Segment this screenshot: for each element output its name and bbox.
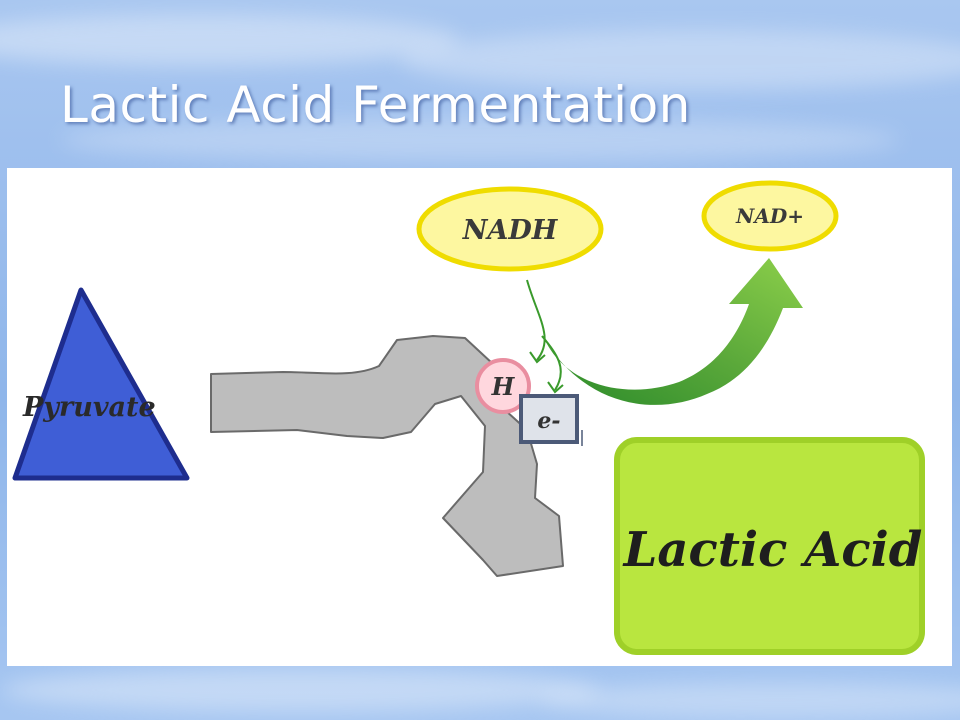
hydrogen-circle <box>475 358 531 414</box>
nadh-ellipse <box>416 186 604 272</box>
nadh-label: NADH <box>462 215 559 246</box>
nad-return-arrow <box>545 258 803 405</box>
electron-square <box>519 394 579 444</box>
lactic-acid-box <box>614 437 925 655</box>
slide-title: Lactic Acid Fermentation <box>60 76 691 134</box>
fermentation-diagram: Pyruvate NADH NAD+ H e- Lactic Acid <box>12 180 925 655</box>
hydrogen-label: H <box>491 372 516 401</box>
electron-transfer-arrow <box>541 335 562 391</box>
hydrogen-transfer-arrow <box>526 279 546 361</box>
diagram-panel: Pyruvate NADH NAD+ H e- Lactic Acid <box>7 168 952 666</box>
electron-label: e- <box>537 408 560 434</box>
pyruvate-label: Pyruvate <box>22 392 156 423</box>
nad-plus-label: NAD+ <box>735 204 804 228</box>
pyruvate-triangle <box>12 287 190 481</box>
nad-plus-ellipse <box>701 180 839 252</box>
lactic-acid-label: Lactic Acid <box>622 522 923 578</box>
